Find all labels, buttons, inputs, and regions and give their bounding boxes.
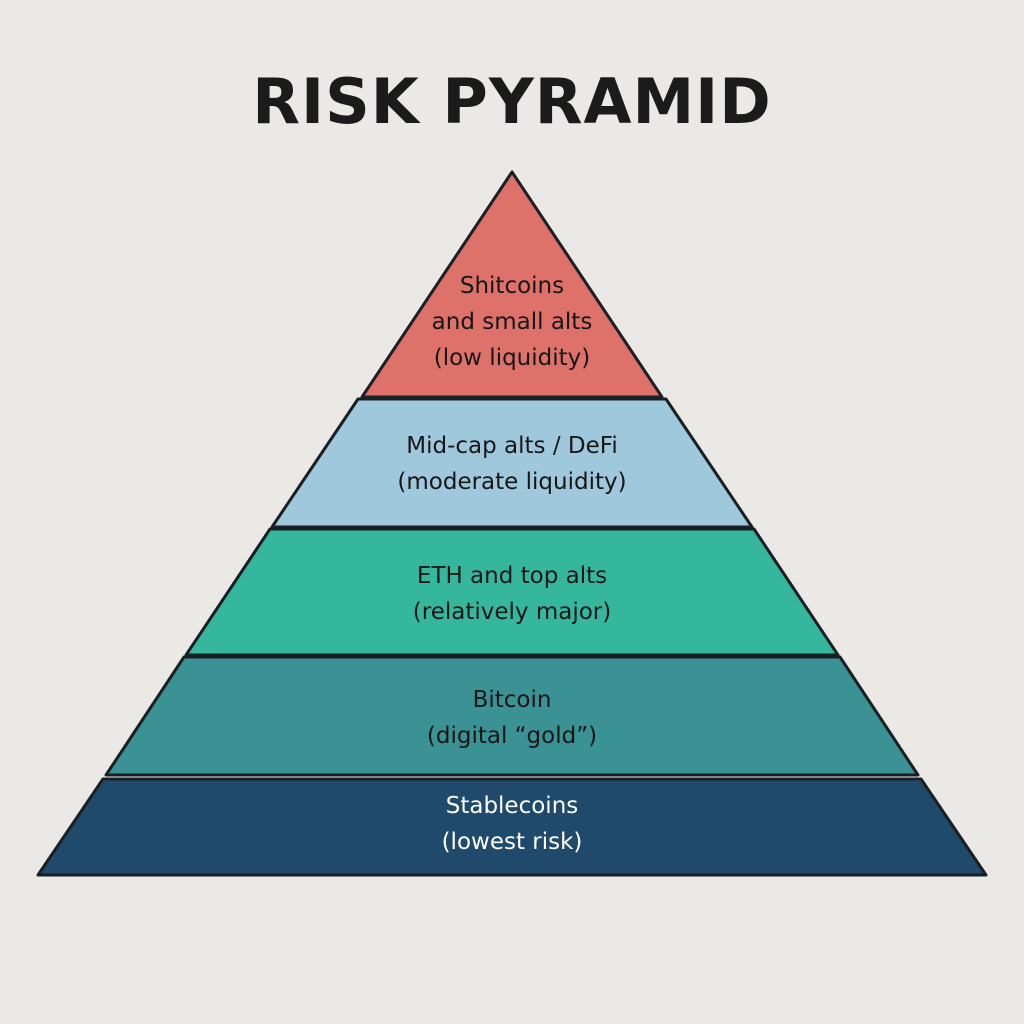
tier-eth-shape bbox=[184, 527, 840, 657]
tier-stablecoins-line1: Stablecoins bbox=[445, 793, 579, 819]
tier-midcap-label: Mid-cap alts / DeFi (moderate liquidity) bbox=[212, 428, 812, 500]
tier-eth-line1: ETH and top alts bbox=[416, 563, 608, 589]
tier-shitcoins-label: Shitcoins and small alts (low liquidity) bbox=[212, 268, 812, 376]
tier-midcap-line2: (moderate liquidity) bbox=[397, 469, 627, 495]
tier-shitcoins-line3: (low liquidity) bbox=[433, 345, 591, 371]
tier-stablecoins-line2: (lowest risk) bbox=[441, 829, 583, 855]
page-title: RISK PYRAMID bbox=[252, 65, 772, 138]
tier-eth-line2: (relatively major) bbox=[412, 599, 612, 625]
tier-midcap-shape bbox=[270, 397, 754, 529]
tier-stablecoins-label: Stablecoins (lowest risk) bbox=[212, 788, 812, 860]
tier-bitcoin-label: Bitcoin (digital “gold”) bbox=[212, 682, 812, 754]
tier-shitcoins-line1: Shitcoins bbox=[459, 273, 565, 299]
tier-shitcoins-line2: and small alts bbox=[431, 309, 593, 335]
tier-bitcoin-line2: (digital “gold”) bbox=[426, 723, 598, 749]
tier-bitcoin-line1: Bitcoin bbox=[472, 687, 552, 713]
tier-eth-label: ETH and top alts (relatively major) bbox=[212, 558, 812, 630]
tier-midcap-line1: Mid-cap alts / DeFi bbox=[406, 433, 618, 459]
tier-stablecoins-shape bbox=[36, 777, 988, 877]
tier-bitcoin-shape bbox=[104, 655, 920, 777]
tier-shitcoins-shape bbox=[360, 170, 664, 399]
